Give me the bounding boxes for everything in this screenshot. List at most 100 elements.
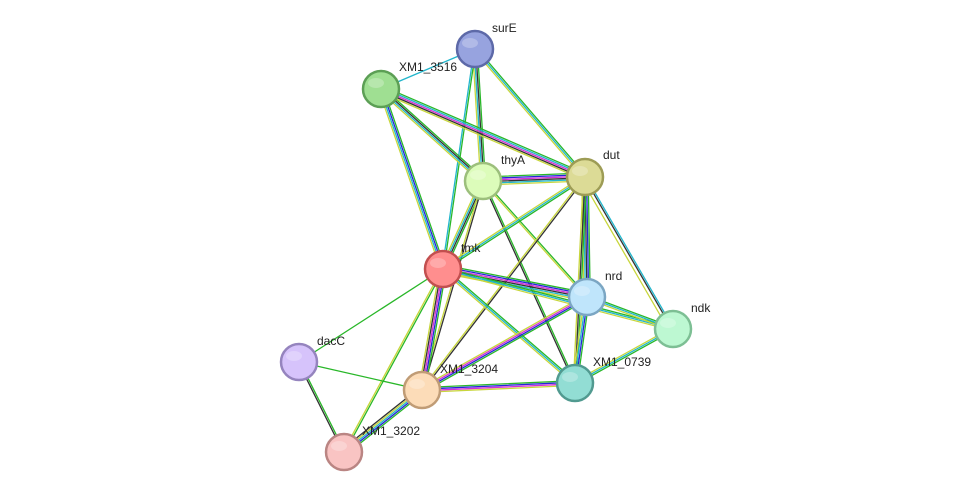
node-circle[interactable] <box>555 363 595 403</box>
node-highlight <box>331 441 347 451</box>
node-circle[interactable] <box>653 309 693 349</box>
edge-line-yellow <box>441 269 674 332</box>
edge-surE-dut <box>473 47 587 179</box>
node-circle[interactable] <box>463 161 503 201</box>
node-circle[interactable] <box>402 370 442 410</box>
edge-line-blue <box>421 381 576 390</box>
edge-surE-thyA <box>471 48 487 182</box>
node-XM1_3202[interactable]: XM1_3202 <box>324 424 420 472</box>
edge-line-green <box>381 85 587 175</box>
edge-line-cyan <box>442 268 576 384</box>
edge-line-blue <box>381 88 445 270</box>
edge-line-cyan <box>585 175 675 330</box>
edge-line-cyan <box>442 176 586 270</box>
edge-line-black <box>379 89 586 180</box>
node-label: XM1_3202 <box>362 424 420 438</box>
edge-thyA-nrd <box>481 179 589 299</box>
node-circle[interactable] <box>324 432 364 472</box>
edge-line-magenta <box>442 267 588 297</box>
edge-line-magenta <box>421 383 576 392</box>
node-label: XM1_0739 <box>593 355 651 369</box>
edge-line-green <box>482 179 589 298</box>
node-label: XM1_3516 <box>399 60 457 74</box>
edge-line-green <box>443 267 577 383</box>
node-highlight <box>430 258 446 268</box>
edge-line-green <box>587 176 591 298</box>
node-label: dut <box>603 148 620 162</box>
node-circle[interactable] <box>567 277 607 317</box>
edge-line-green <box>476 48 487 182</box>
nodes-layer: surE XM1_3516 thyA dut tmk nrd ndk dacC XM1_3204… <box>279 21 711 472</box>
node-highlight <box>409 379 425 389</box>
edge-line-blue <box>442 265 589 296</box>
edge-line-black <box>422 180 485 391</box>
edge-line-yellow <box>378 90 483 184</box>
node-circle[interactable] <box>423 249 463 289</box>
node-tmk[interactable]: tmk <box>423 241 481 289</box>
node-XM1_3204[interactable]: XM1_3204 <box>402 362 498 410</box>
edge-line-cyan <box>473 48 483 182</box>
node-circle[interactable] <box>279 342 319 382</box>
edge-line-magenta <box>421 268 444 391</box>
edge-line-green <box>421 379 576 389</box>
node-highlight <box>286 351 302 361</box>
edge-line-yellow <box>379 91 585 181</box>
node-circle[interactable] <box>565 157 605 197</box>
edge-line-magenta <box>420 295 588 390</box>
node-surE[interactable]: surE <box>455 21 517 69</box>
edge-line-blue <box>585 176 590 298</box>
edge-line-yellow <box>473 49 585 179</box>
edge-tmk-XM1_3202 <box>342 267 445 454</box>
edge-dut-ndk <box>583 175 675 331</box>
edge-line-black <box>442 269 588 299</box>
node-label: dacC <box>317 334 345 348</box>
edge-tmk-ndk <box>441 266 675 332</box>
node-label: ndk <box>691 301 711 315</box>
edge-line-yellow <box>441 175 585 269</box>
edge-line-black <box>475 48 485 182</box>
edge-line-green <box>382 87 446 269</box>
edge-line-black <box>481 180 575 384</box>
node-highlight <box>462 38 478 48</box>
edge-line-yellow <box>421 384 576 394</box>
edge-dut-tmk <box>441 175 587 271</box>
edge-tmk-XM1_3204 <box>418 267 447 392</box>
node-label: thyA <box>501 153 525 167</box>
edge-line-green <box>424 268 447 392</box>
node-dut[interactable]: dut <box>565 148 620 197</box>
node-thyA[interactable]: thyA <box>463 153 525 201</box>
node-label: XM1_3204 <box>440 362 498 376</box>
edge-line-yellow <box>420 294 587 389</box>
node-XM1_3516[interactable]: XM1_3516 <box>361 60 457 109</box>
node-ndk[interactable]: ndk <box>653 301 711 349</box>
node-XM1_0739[interactable]: XM1_0739 <box>555 355 651 403</box>
edge-line-green <box>298 361 423 391</box>
edge-tmk-dacC <box>298 268 444 363</box>
node-circle[interactable] <box>361 69 401 109</box>
edge-line-yellow <box>441 269 575 385</box>
edge-line-black <box>380 87 485 182</box>
edge-nrd-XM1_3204 <box>420 294 589 393</box>
edge-line-yellow <box>481 180 588 299</box>
edge-tmk-XM1_0739 <box>441 267 577 385</box>
edge-XM1_3204-dacC <box>298 361 423 391</box>
edge-XM1_3516-tmk <box>378 87 446 271</box>
edge-line-green <box>443 177 587 271</box>
node-dacC[interactable]: dacC <box>279 334 345 382</box>
node-nrd[interactable]: nrd <box>567 269 622 317</box>
edge-line-cyan <box>442 268 674 330</box>
edge-line-yellow <box>342 267 443 453</box>
edge-line-yellow <box>580 178 671 332</box>
edge-line-green <box>298 268 444 363</box>
edges-layer <box>297 47 675 456</box>
edge-line-yellow <box>378 89 442 271</box>
edge-line-green <box>422 298 589 393</box>
node-circle[interactable] <box>455 29 495 69</box>
edge-line-cyan <box>474 48 586 178</box>
edge-line-cyan <box>380 86 587 177</box>
node-label: surE <box>492 21 517 35</box>
node-highlight <box>368 78 384 88</box>
node-label: nrd <box>605 269 622 283</box>
edge-line-yellow <box>418 267 441 391</box>
